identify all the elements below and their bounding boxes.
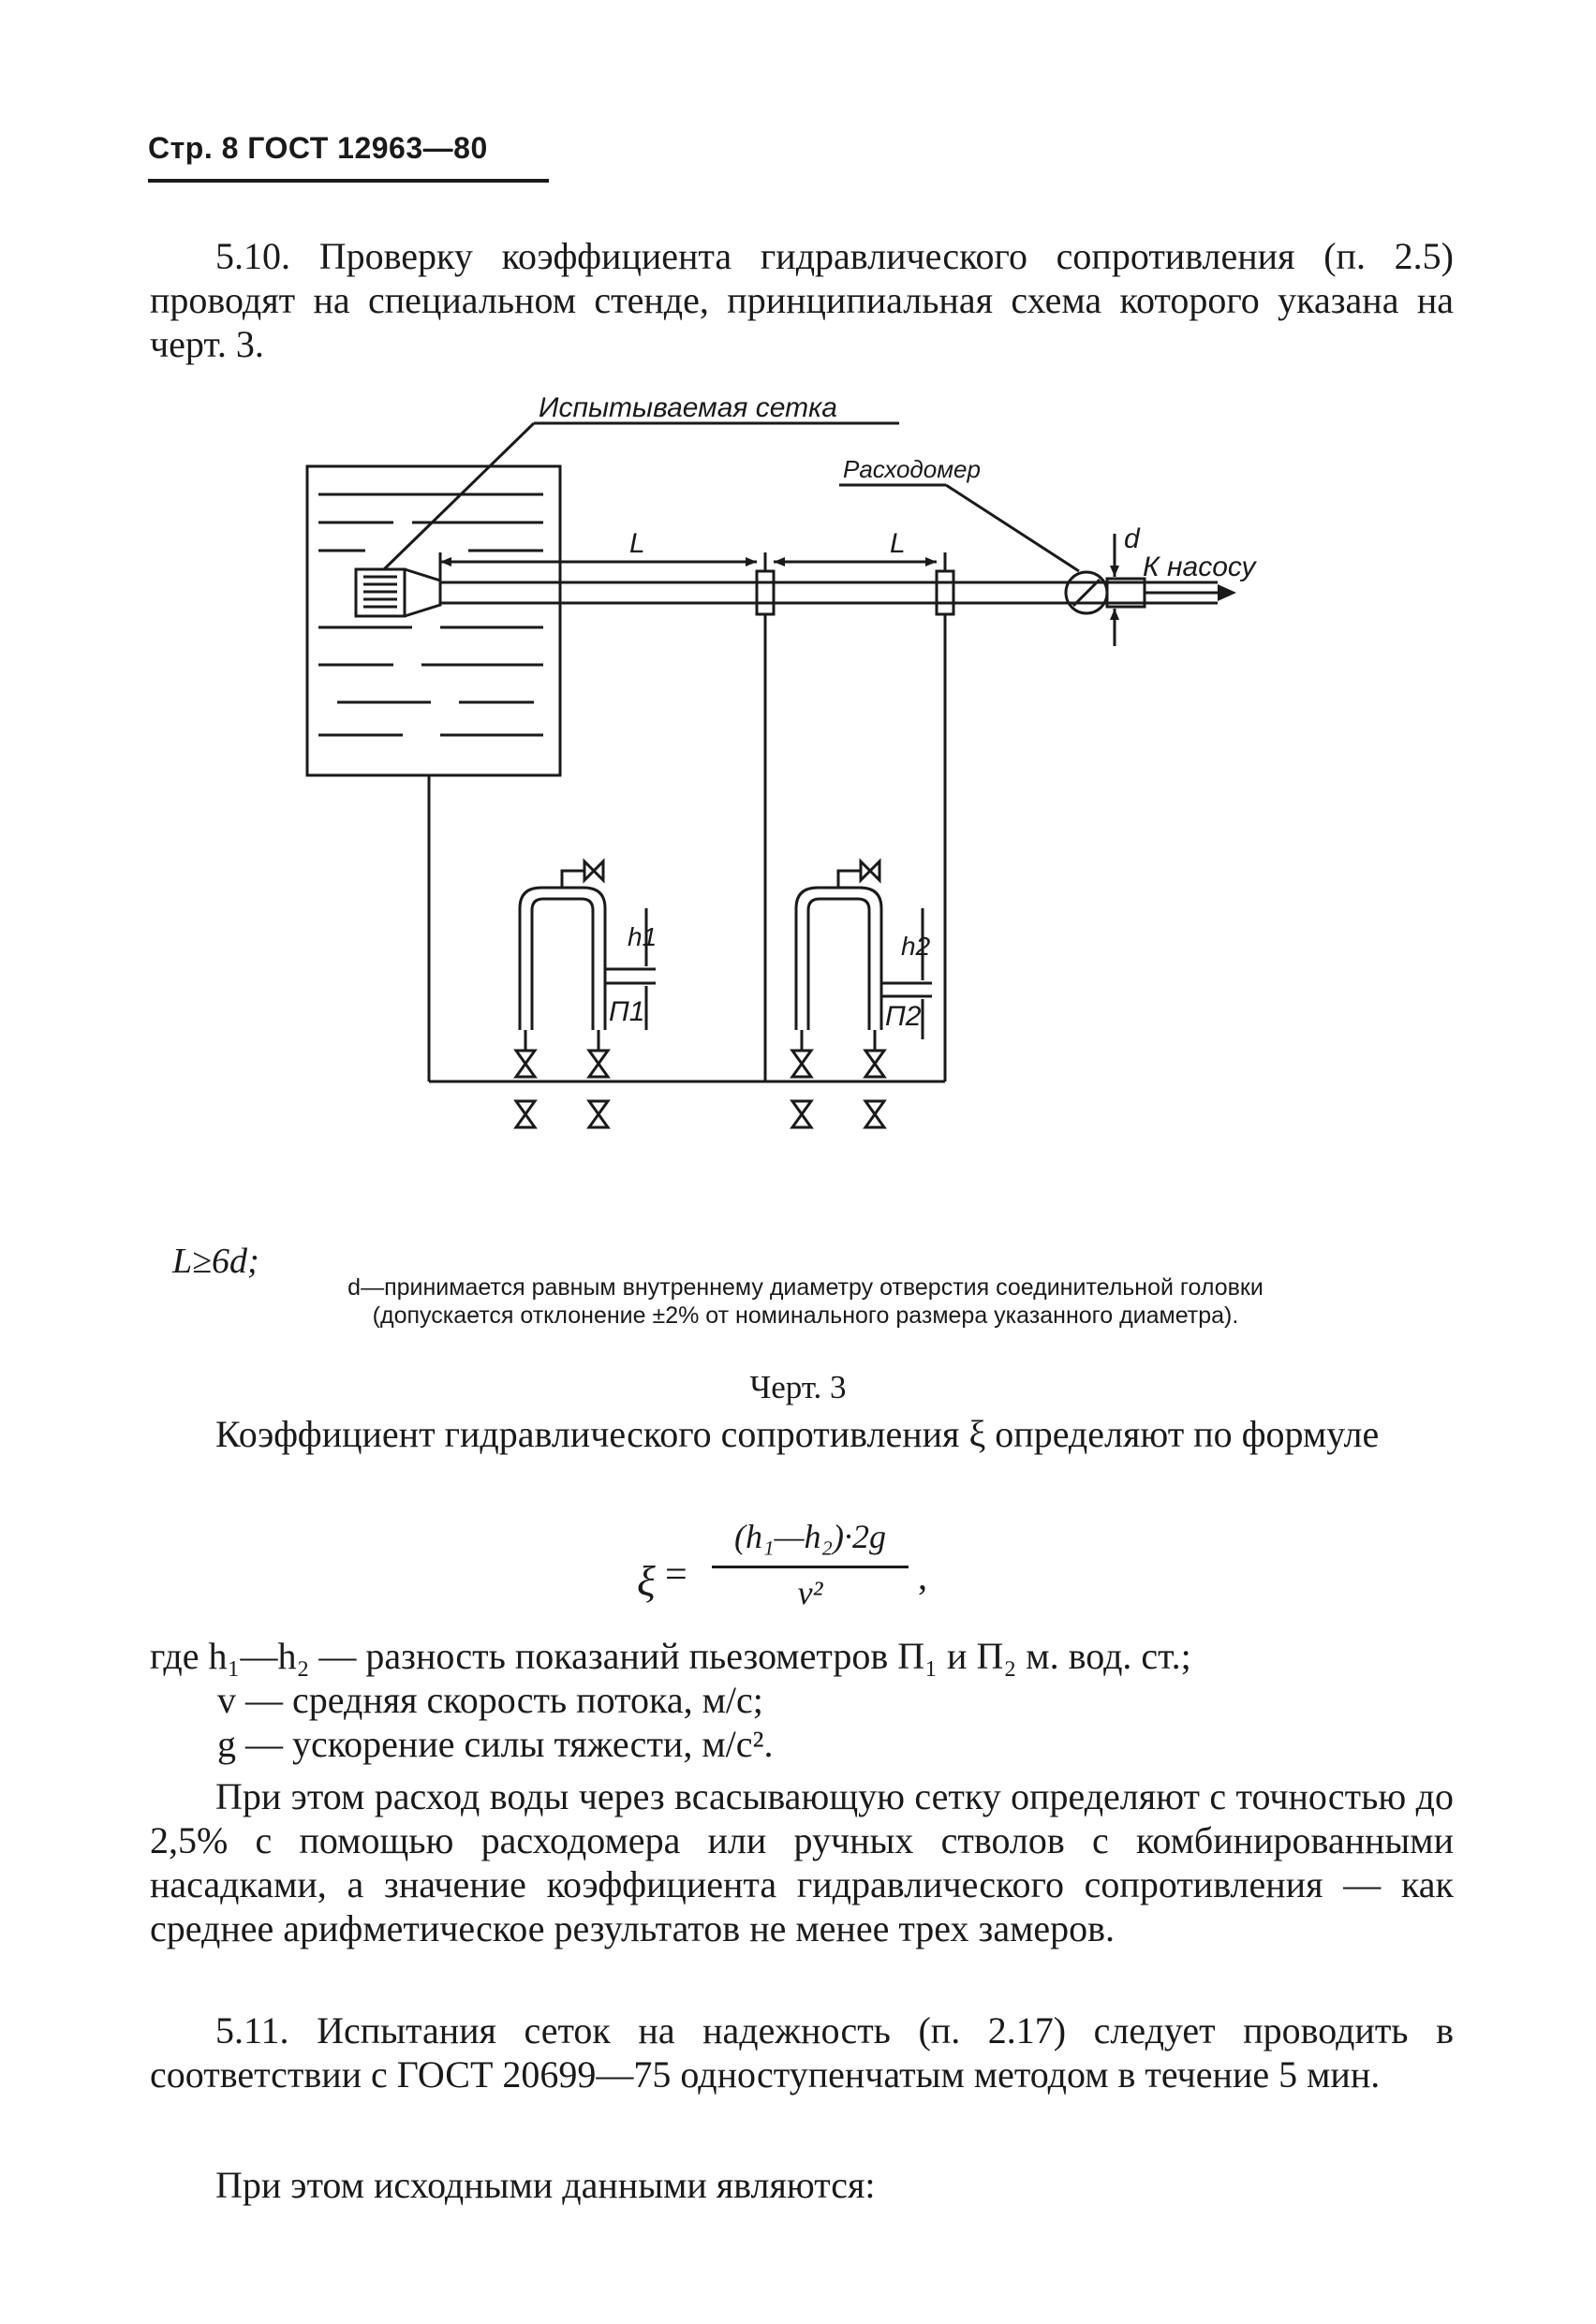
paragraph-coefficient: Коэффициент гидравлического сопротивлени… <box>215 1413 1380 1455</box>
figure-caption: Черт. 3 <box>749 1369 847 1405</box>
label-h2: h2 <box>901 932 931 961</box>
where-line-1: где h₁—h₂ — разность показаний пьезометр… <box>150 1635 1191 1677</box>
paragraph-5-10: 5.10. Проверку коэффициента гидравлическ… <box>150 235 1454 365</box>
label-P1: П1 <box>609 996 644 1027</box>
where-line-3: g — ускорение силы тяжести, м/с². <box>217 1723 774 1765</box>
test-mesh <box>354 567 406 618</box>
label-h1: h1 <box>628 922 657 951</box>
formula-lhs: ξ <box>637 1557 656 1605</box>
page-header: Стр. 8 ГОСТ 12963—80 <box>148 131 488 165</box>
where-line-2: v — средняя скорость потока, м/с; <box>217 1679 763 1721</box>
flange-1 <box>755 569 776 616</box>
label-L1: L <box>629 528 645 559</box>
formula-equals: = <box>665 1553 687 1596</box>
paragraph-5-11: 5.11. Испытания сеток на надежность (п. … <box>150 2009 1454 2096</box>
paragraph-initial-data: При этом исходными данными являются: <box>215 2164 876 2206</box>
figure-test-stand: Испытываемая сетка Расходомер К насосу L… <box>281 384 1330 1189</box>
label-d: d <box>1124 523 1141 554</box>
label-test-mesh: Испытываемая сетка <box>539 392 837 423</box>
water-tank <box>305 464 562 777</box>
formula-denominator: v² <box>797 1574 823 1611</box>
formula-numerator: (h₁—h₂)·2g <box>733 1518 887 1555</box>
label-L2: L <box>890 528 906 559</box>
label-to-pump: К насосу <box>1143 552 1258 582</box>
flange-2 <box>935 569 955 616</box>
label-flowmeter: Расходомер <box>843 455 981 483</box>
header-rule <box>148 179 549 183</box>
paragraph-flow: При этом расход воды через всасывающую с… <box>150 1775 1454 1949</box>
label-P2: П2 <box>885 1001 922 1032</box>
schematic-svg: Испытываемая сетка Расходомер К насосу L… <box>305 392 1258 1129</box>
formula-fraction-bar <box>712 1566 909 1568</box>
d-note: d—принимается равным внутреннему диаметр… <box>347 1274 1264 1329</box>
formula-comma: , <box>918 1555 927 1597</box>
ld-condition: L≥6d; <box>172 1242 259 1281</box>
